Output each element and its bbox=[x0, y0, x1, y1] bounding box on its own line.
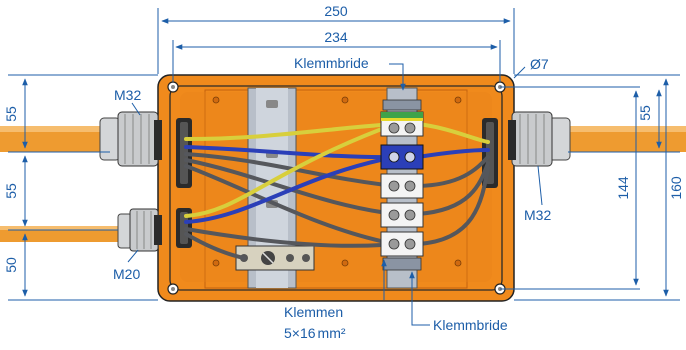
dimension-width-outer: 250 bbox=[324, 3, 348, 19]
dimension-right-outer: 160 bbox=[668, 176, 684, 200]
terminal-block-3 bbox=[380, 173, 424, 199]
corner-screw-top-left bbox=[167, 81, 179, 93]
cable-left-bottom bbox=[0, 226, 125, 242]
gland-right bbox=[508, 111, 571, 167]
dimension-left-top: 55 bbox=[3, 106, 19, 122]
end-clamp-top bbox=[382, 99, 422, 111]
cable-right bbox=[568, 126, 686, 152]
dimension-right-inner: 144 bbox=[615, 176, 631, 200]
label-gland-right: M32 bbox=[524, 207, 551, 223]
corner-screw-bottom-left bbox=[167, 283, 179, 295]
cable-left-top bbox=[0, 126, 110, 152]
leader-lines bbox=[127, 63, 543, 326]
terminal-block-1 bbox=[380, 111, 424, 137]
terminal-block-5 bbox=[380, 231, 424, 257]
end-clamp-bottom bbox=[382, 257, 422, 271]
dimension-right-top: 55 bbox=[637, 105, 653, 121]
mounting-holes bbox=[212, 96, 462, 267]
gland-left-top bbox=[99, 111, 162, 167]
label-terminals-size: 5×16 bbox=[284, 325, 316, 341]
dimension-left-mid: 55 bbox=[3, 183, 19, 199]
dimension-hole-diameter: Ø7 bbox=[530, 56, 549, 72]
label-terminals-unit: mm² bbox=[318, 325, 346, 341]
dimension-lines bbox=[8, 8, 680, 301]
label-terminals-line1: Klemmen bbox=[284, 304, 343, 320]
terminal-block-4 bbox=[380, 202, 424, 228]
enclosure bbox=[157, 74, 515, 302]
terminal-block-2 bbox=[380, 144, 424, 170]
label-gland-top-left: M32 bbox=[114, 87, 141, 103]
label-clamp-top: Klemmbride bbox=[294, 55, 369, 71]
dimension-width-inner: 234 bbox=[324, 29, 348, 45]
dimension-left-bottom: 50 bbox=[3, 257, 19, 273]
label-clamp-bottom: Klemmbride bbox=[433, 317, 508, 333]
label-gland-bottom-left: M20 bbox=[113, 266, 140, 282]
ground-bar bbox=[235, 245, 315, 271]
gland-left-bottom bbox=[117, 208, 162, 252]
wires bbox=[184, 122, 490, 260]
